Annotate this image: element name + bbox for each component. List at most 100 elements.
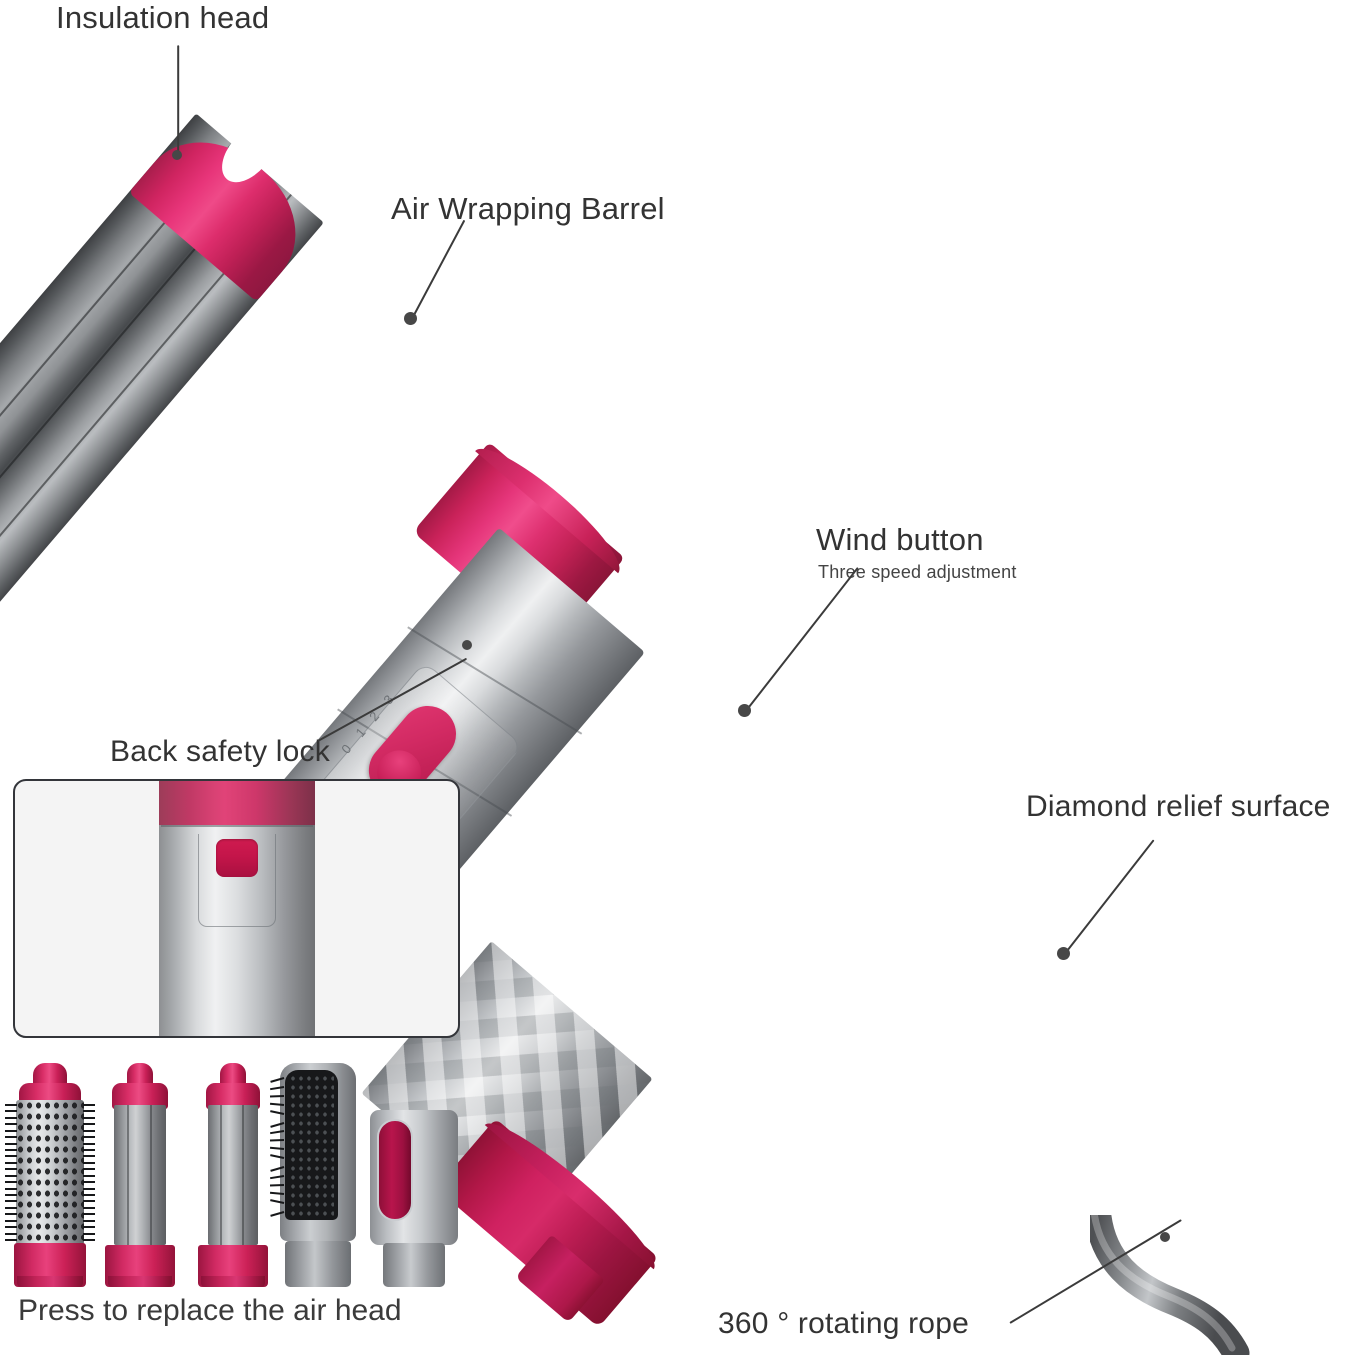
round-brush-bristle bbox=[5, 1142, 17, 1145]
round-brush-bristle bbox=[5, 1116, 17, 1119]
round-brush-bristle bbox=[5, 1226, 17, 1229]
label-insulation-head: Insulation head bbox=[56, 0, 270, 35]
round-brush-bristle bbox=[5, 1161, 17, 1164]
round-brush-bristle bbox=[5, 1232, 17, 1235]
round-brush-bristle bbox=[5, 1149, 17, 1151]
round-brush-bristle bbox=[5, 1187, 17, 1190]
speed-mark-0: 0 bbox=[338, 741, 355, 757]
round-brush-barrel bbox=[5, 1100, 95, 1245]
speed-mark-1: 1 bbox=[352, 725, 369, 741]
paddle-brush-bristles bbox=[269, 1074, 285, 1224]
label-diamond-relief-surface: Diamond relief surface bbox=[1026, 790, 1331, 823]
round-brush-bristle bbox=[83, 1110, 95, 1113]
round-brush-bristle bbox=[83, 1239, 95, 1241]
round-brush-bristle bbox=[83, 1206, 95, 1209]
round-brush-bristle bbox=[5, 1200, 17, 1203]
large-barrel-shaft bbox=[114, 1105, 166, 1245]
inset-seam-line bbox=[160, 825, 313, 827]
back-safety-lock-inset-panel bbox=[13, 779, 460, 1038]
round-brush-bristle bbox=[83, 1181, 95, 1184]
paddle-brush-shell bbox=[269, 1063, 356, 1241]
round-brush-bristle bbox=[5, 1181, 17, 1184]
leader-insulation-head bbox=[176, 45, 180, 158]
small-barrel-shaft bbox=[208, 1105, 258, 1245]
leader-dot-rotating-rope bbox=[1160, 1232, 1170, 1242]
small-barrel-base bbox=[198, 1245, 268, 1287]
smoothing-dryer-vent bbox=[377, 1119, 413, 1221]
leader-wind-button bbox=[745, 567, 859, 712]
round-brush-bristle bbox=[83, 1200, 95, 1203]
attachment-heads-row bbox=[0, 1052, 470, 1287]
large-barrel-collar bbox=[112, 1083, 168, 1109]
round-brush-bristle bbox=[5, 1110, 17, 1113]
round-brush-bristle bbox=[83, 1123, 95, 1126]
round-brush-bristle bbox=[5, 1206, 17, 1209]
label-wind-button-subtitle: Three speed adjustment bbox=[818, 562, 1017, 582]
round-brush-bristle bbox=[5, 1174, 17, 1177]
round-brush-bristle bbox=[5, 1219, 17, 1222]
leader-air-wrapping-barrel bbox=[410, 219, 466, 320]
inset-button-recess bbox=[197, 834, 276, 927]
round-brush-bristle bbox=[83, 1129, 95, 1132]
smoothing-dryer-attachment[interactable] bbox=[362, 1087, 466, 1287]
leader-dot-wind-button bbox=[738, 704, 751, 717]
large-barrel-attachment[interactable] bbox=[97, 1055, 183, 1287]
label-air-wrapping-barrel: Air Wrapping Barrel bbox=[391, 191, 665, 226]
round-brush-bristle bbox=[83, 1174, 95, 1177]
cord-swivel-joint bbox=[515, 1234, 605, 1323]
label-wind-button: Wind button bbox=[816, 522, 984, 557]
insulation-head-tip bbox=[128, 113, 324, 302]
back-safety-lock-button[interactable] bbox=[215, 839, 258, 877]
large-barrel-base bbox=[105, 1245, 175, 1287]
smoothing-dryer-base bbox=[383, 1243, 445, 1287]
paddle-brush-pin-grid bbox=[288, 1074, 334, 1216]
small-barrel-attachment[interactable] bbox=[190, 1055, 276, 1287]
label-rotating-rope: 360 ° rotating rope bbox=[718, 1307, 969, 1340]
round-brush-attachment[interactable] bbox=[2, 1054, 98, 1287]
round-brush-collar bbox=[19, 1083, 81, 1105]
round-brush-bristle bbox=[83, 1149, 95, 1151]
round-brush-bristle bbox=[83, 1219, 95, 1222]
round-brush-bristle bbox=[5, 1239, 17, 1241]
round-brush-bristle bbox=[5, 1104, 17, 1106]
round-brush-bristle bbox=[83, 1226, 95, 1229]
round-brush-bristle bbox=[83, 1136, 95, 1139]
round-brush-bristle bbox=[5, 1123, 17, 1126]
leader-back-safety-lock bbox=[317, 657, 468, 743]
leader-diamond-relief-surface bbox=[1063, 839, 1155, 956]
round-brush-base bbox=[14, 1243, 86, 1287]
leader-dot-back-safety-lock bbox=[462, 640, 472, 650]
round-brush-bristle bbox=[83, 1213, 95, 1216]
round-brush-bristle bbox=[5, 1168, 17, 1171]
smoothing-dryer-shell bbox=[370, 1110, 458, 1245]
round-brush-bristle bbox=[5, 1136, 17, 1139]
attachments-caption: Press to replace the air head bbox=[18, 1294, 402, 1327]
round-brush-bristle bbox=[83, 1194, 95, 1196]
paddle-brush-base bbox=[285, 1241, 351, 1287]
leader-dot-diamond-relief-surface bbox=[1057, 947, 1070, 960]
paddle-brush-pad bbox=[284, 1070, 338, 1220]
small-barrel-collar bbox=[206, 1083, 260, 1109]
round-brush-bristle bbox=[5, 1155, 17, 1158]
round-brush-bristle bbox=[83, 1161, 95, 1164]
barrel-collar-ring bbox=[412, 434, 633, 648]
leader-dot-insulation-head bbox=[172, 150, 182, 160]
round-brush-bristle bbox=[83, 1142, 95, 1145]
inset-pink-collar bbox=[158, 781, 315, 825]
round-brush-bristle bbox=[5, 1213, 17, 1216]
round-brush-bristle-dots bbox=[16, 1100, 84, 1245]
round-brush-bristle bbox=[83, 1168, 95, 1171]
label-back-safety-lock: Back safety lock bbox=[110, 735, 330, 768]
round-brush-bristle bbox=[83, 1155, 95, 1158]
round-brush-bristle bbox=[83, 1116, 95, 1119]
leader-dot-air-wrapping-barrel bbox=[404, 312, 417, 325]
round-brush-bristle bbox=[5, 1194, 17, 1196]
leader-rotating-rope bbox=[1009, 1219, 1183, 1325]
power-cord bbox=[1090, 1215, 1250, 1355]
round-brush-bristle bbox=[5, 1129, 17, 1132]
round-brush-bristle bbox=[83, 1187, 95, 1190]
air-wrapping-barrel bbox=[0, 113, 324, 649]
paddle-brush-attachment[interactable] bbox=[269, 1055, 366, 1287]
round-brush-bristle bbox=[83, 1104, 95, 1106]
